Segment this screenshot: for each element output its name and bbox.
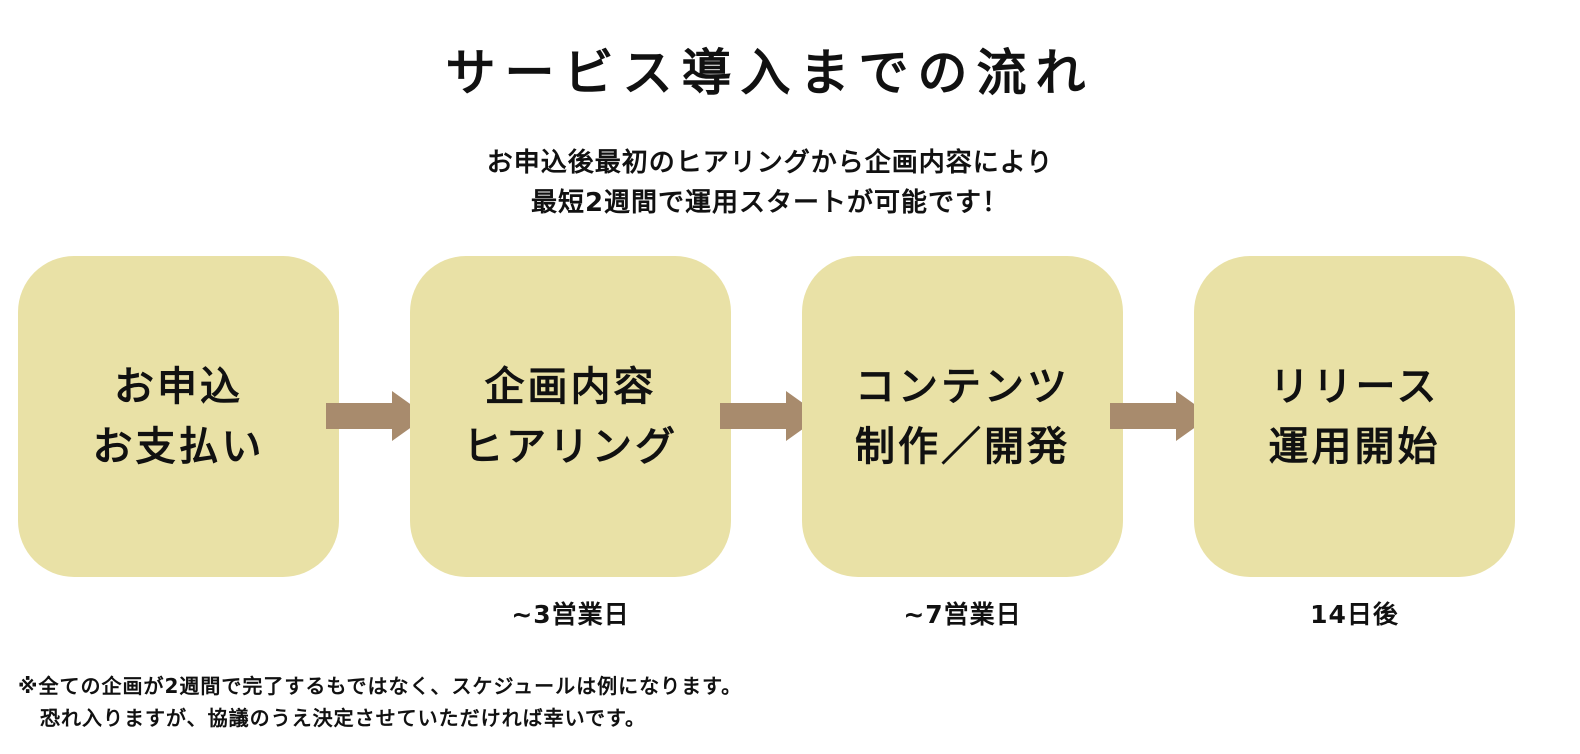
step-box-planning: 企画内容 ヒアリング xyxy=(410,256,731,577)
step-label: 企画内容 xyxy=(484,363,657,410)
step-duration: ~3営業日 xyxy=(511,600,630,629)
step-box-release: リリース 運用開始 xyxy=(1194,256,1515,577)
step-label: リリース xyxy=(1269,363,1440,410)
footnote-line-2: 恐れ入りますが、協議のうえ決定させていただければ幸いです。 xyxy=(40,706,646,730)
step-label: 運用開始 xyxy=(1268,423,1441,470)
intro-text: お申込後最初のヒアリングから企画内容により 最短2週間で運用スタートが可能です！ xyxy=(0,143,1540,223)
intro-line-2: 最短2週間で運用スタートが可能です！ xyxy=(530,188,1010,218)
footnote: ※全ての企画が2週間で完了するもではなく、スケジュールは例になります。 恐れ入り… xyxy=(18,670,742,734)
step-label: お申込 xyxy=(114,363,243,410)
intro-line-1: お申込後最初のヒアリングから企画内容により xyxy=(486,148,1054,178)
right-arrow-icon xyxy=(1110,391,1211,441)
page-title: サービス導入までの流れ xyxy=(445,44,1095,102)
step-label: 制作／開発 xyxy=(855,423,1070,470)
footnote-line-1: ※全ての企画が2週間で完了するもではなく、スケジュールは例になります。 xyxy=(18,674,743,698)
step-box-content: コンテンツ 制作／開発 xyxy=(802,256,1123,577)
step-box-application: お申込 お支払い xyxy=(18,256,339,577)
step-label: コンテンツ xyxy=(855,363,1070,410)
right-arrow-icon xyxy=(326,391,427,441)
right-arrow-icon xyxy=(720,391,821,441)
step-label: ヒアリング xyxy=(463,423,678,470)
step-duration: ~7営業日 xyxy=(903,600,1022,629)
step-label: お支払い xyxy=(92,423,265,470)
step-duration: 14日後 xyxy=(1310,600,1399,629)
